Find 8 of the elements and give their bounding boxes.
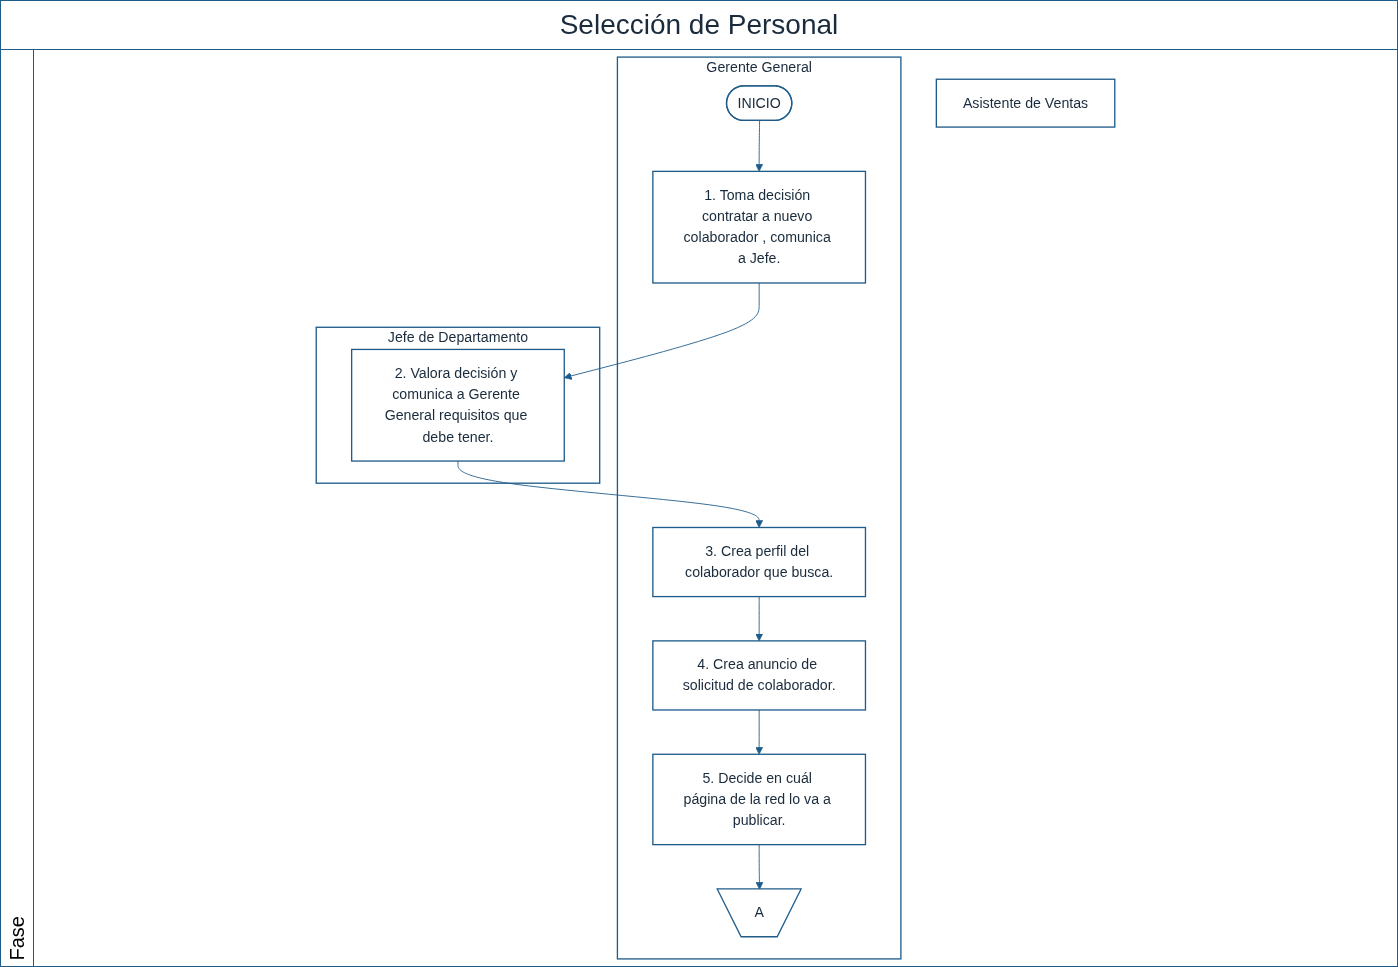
node-box: 4. Crea anuncio de solicitud de colaborador. [652,640,867,711]
node-box: 1. Toma decisión contratar a nuevo colaborador , comunica a Jefe. [652,170,867,284]
node-box: 5. Decide en cuál página de la red lo va a publicar. [652,753,867,846]
node-box: 2. Valora decisión y comunica a Gerente General requisitos que debe tener. [351,348,565,462]
diagram-title: Selección de Personal [1,1,1397,50]
node-box: 3. Crea perfil del colaborador que busca. [652,526,867,598]
node-box: Asistente de Ventas [935,78,1116,128]
phase-label: Fase [5,914,29,962]
